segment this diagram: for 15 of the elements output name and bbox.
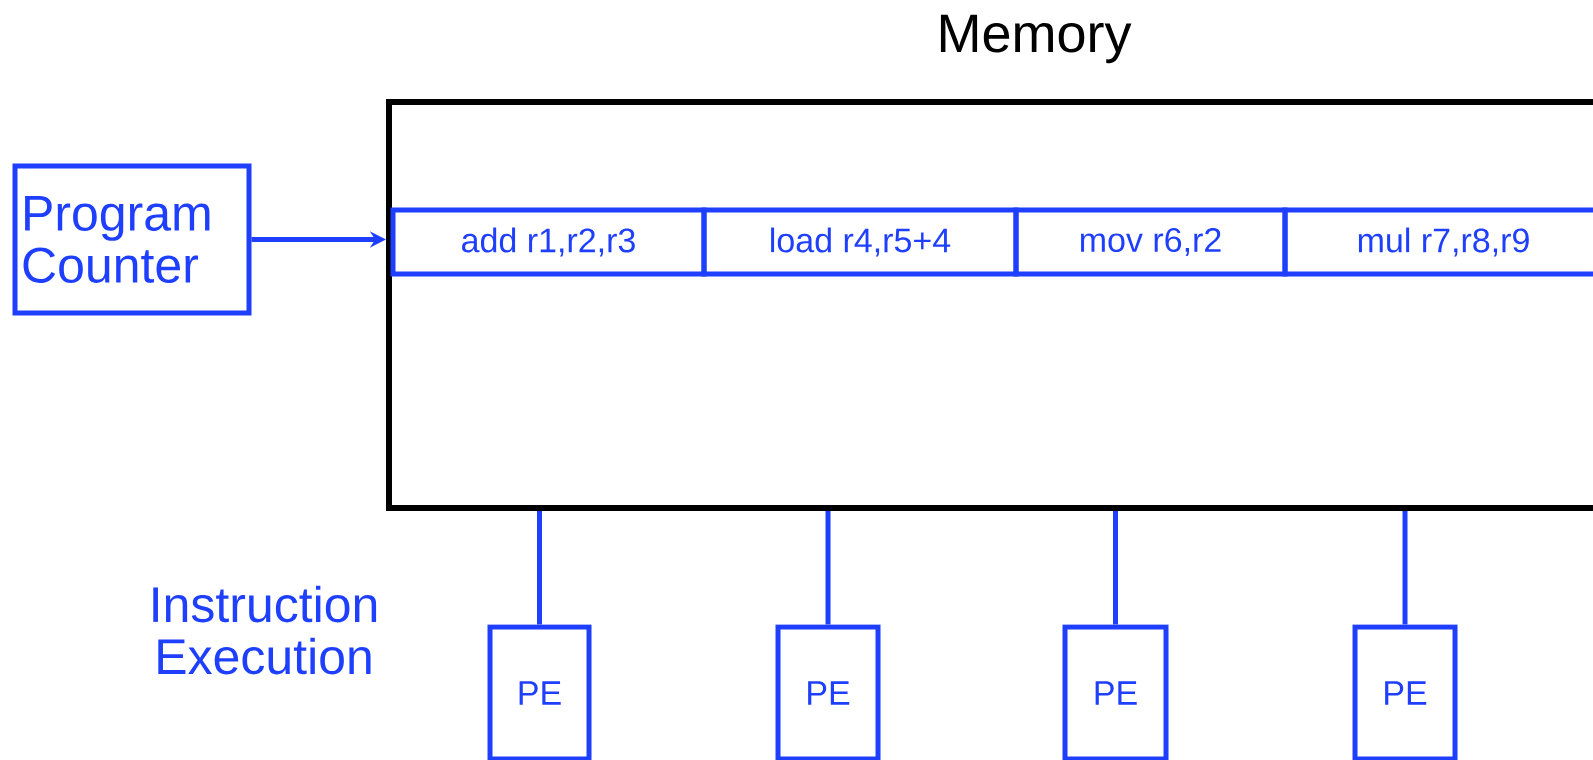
counter-box: Program Counter [12,163,252,316]
connector-line [1402,511,1408,625]
pe-box: PE [775,624,881,760]
instruction-cell: load r4,r5+4 [701,207,1019,277]
instruction-cell: add r1,r2,r3 [390,207,707,277]
memory-title: Memory [940,14,1132,64]
pe-box: PE [1352,624,1458,760]
pe-box: PE [1062,624,1169,760]
instruction-cell: mov r6,r2 [1013,207,1288,277]
section-label: Instruction Execution [153,585,377,675]
instruction-cell: mul r7,r8,r9 [1282,207,1593,277]
connector-line [537,511,542,625]
connector-line [1113,511,1118,625]
pe-box: PE [487,624,592,760]
connector-line [825,511,831,625]
